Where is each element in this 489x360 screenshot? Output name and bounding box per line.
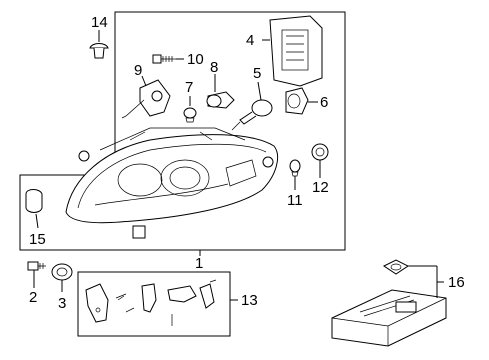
- callout-5: 5: [253, 65, 261, 82]
- part-15-sensor: [25, 189, 43, 213]
- leader-9: [141, 75, 147, 87]
- part-14-clip: [89, 43, 109, 59]
- part-16-module: [331, 259, 447, 347]
- callout-10: 10: [187, 51, 204, 68]
- callout-8: 8: [210, 59, 218, 76]
- callout-14: 14: [91, 14, 108, 31]
- part-11-bulb: [289, 159, 301, 177]
- part-2-bolt: [27, 261, 46, 271]
- callout-16: 16: [448, 274, 465, 291]
- callout-13: 13: [241, 292, 258, 309]
- part-10-screw: [152, 54, 176, 64]
- part-13-kit-box: [77, 271, 231, 337]
- part-3-grommet: [51, 263, 73, 281]
- mounting-tab-bottom: [132, 225, 146, 239]
- callout-9: 9: [134, 62, 142, 79]
- part-13-hardware: [85, 279, 217, 326]
- part-6-holder: [285, 87, 309, 115]
- callout-3: 3: [58, 295, 66, 312]
- callout-11: 11: [287, 192, 303, 209]
- callout-1: 1: [195, 255, 203, 272]
- callout-4: 4: [246, 32, 254, 49]
- callout-15: 15: [29, 231, 46, 248]
- part-7-bulb: [183, 107, 197, 123]
- callout-2: 2: [29, 289, 37, 306]
- callout-6: 6: [320, 94, 328, 111]
- callout-7: 7: [185, 79, 193, 96]
- mounting-tab-left: [78, 150, 90, 162]
- part-12-socket: [311, 143, 329, 161]
- mounting-tab-right: [262, 156, 274, 168]
- part-8-bulb: [206, 91, 235, 109]
- leader-5: [257, 81, 262, 101]
- callout-12: 12: [312, 179, 329, 196]
- headlamp-housing: [65, 127, 278, 239]
- part-9-motor: [121, 79, 171, 119]
- part-5-bulb: [231, 99, 273, 131]
- leader-15: [35, 213, 39, 229]
- part-4-bracket: [269, 15, 323, 87]
